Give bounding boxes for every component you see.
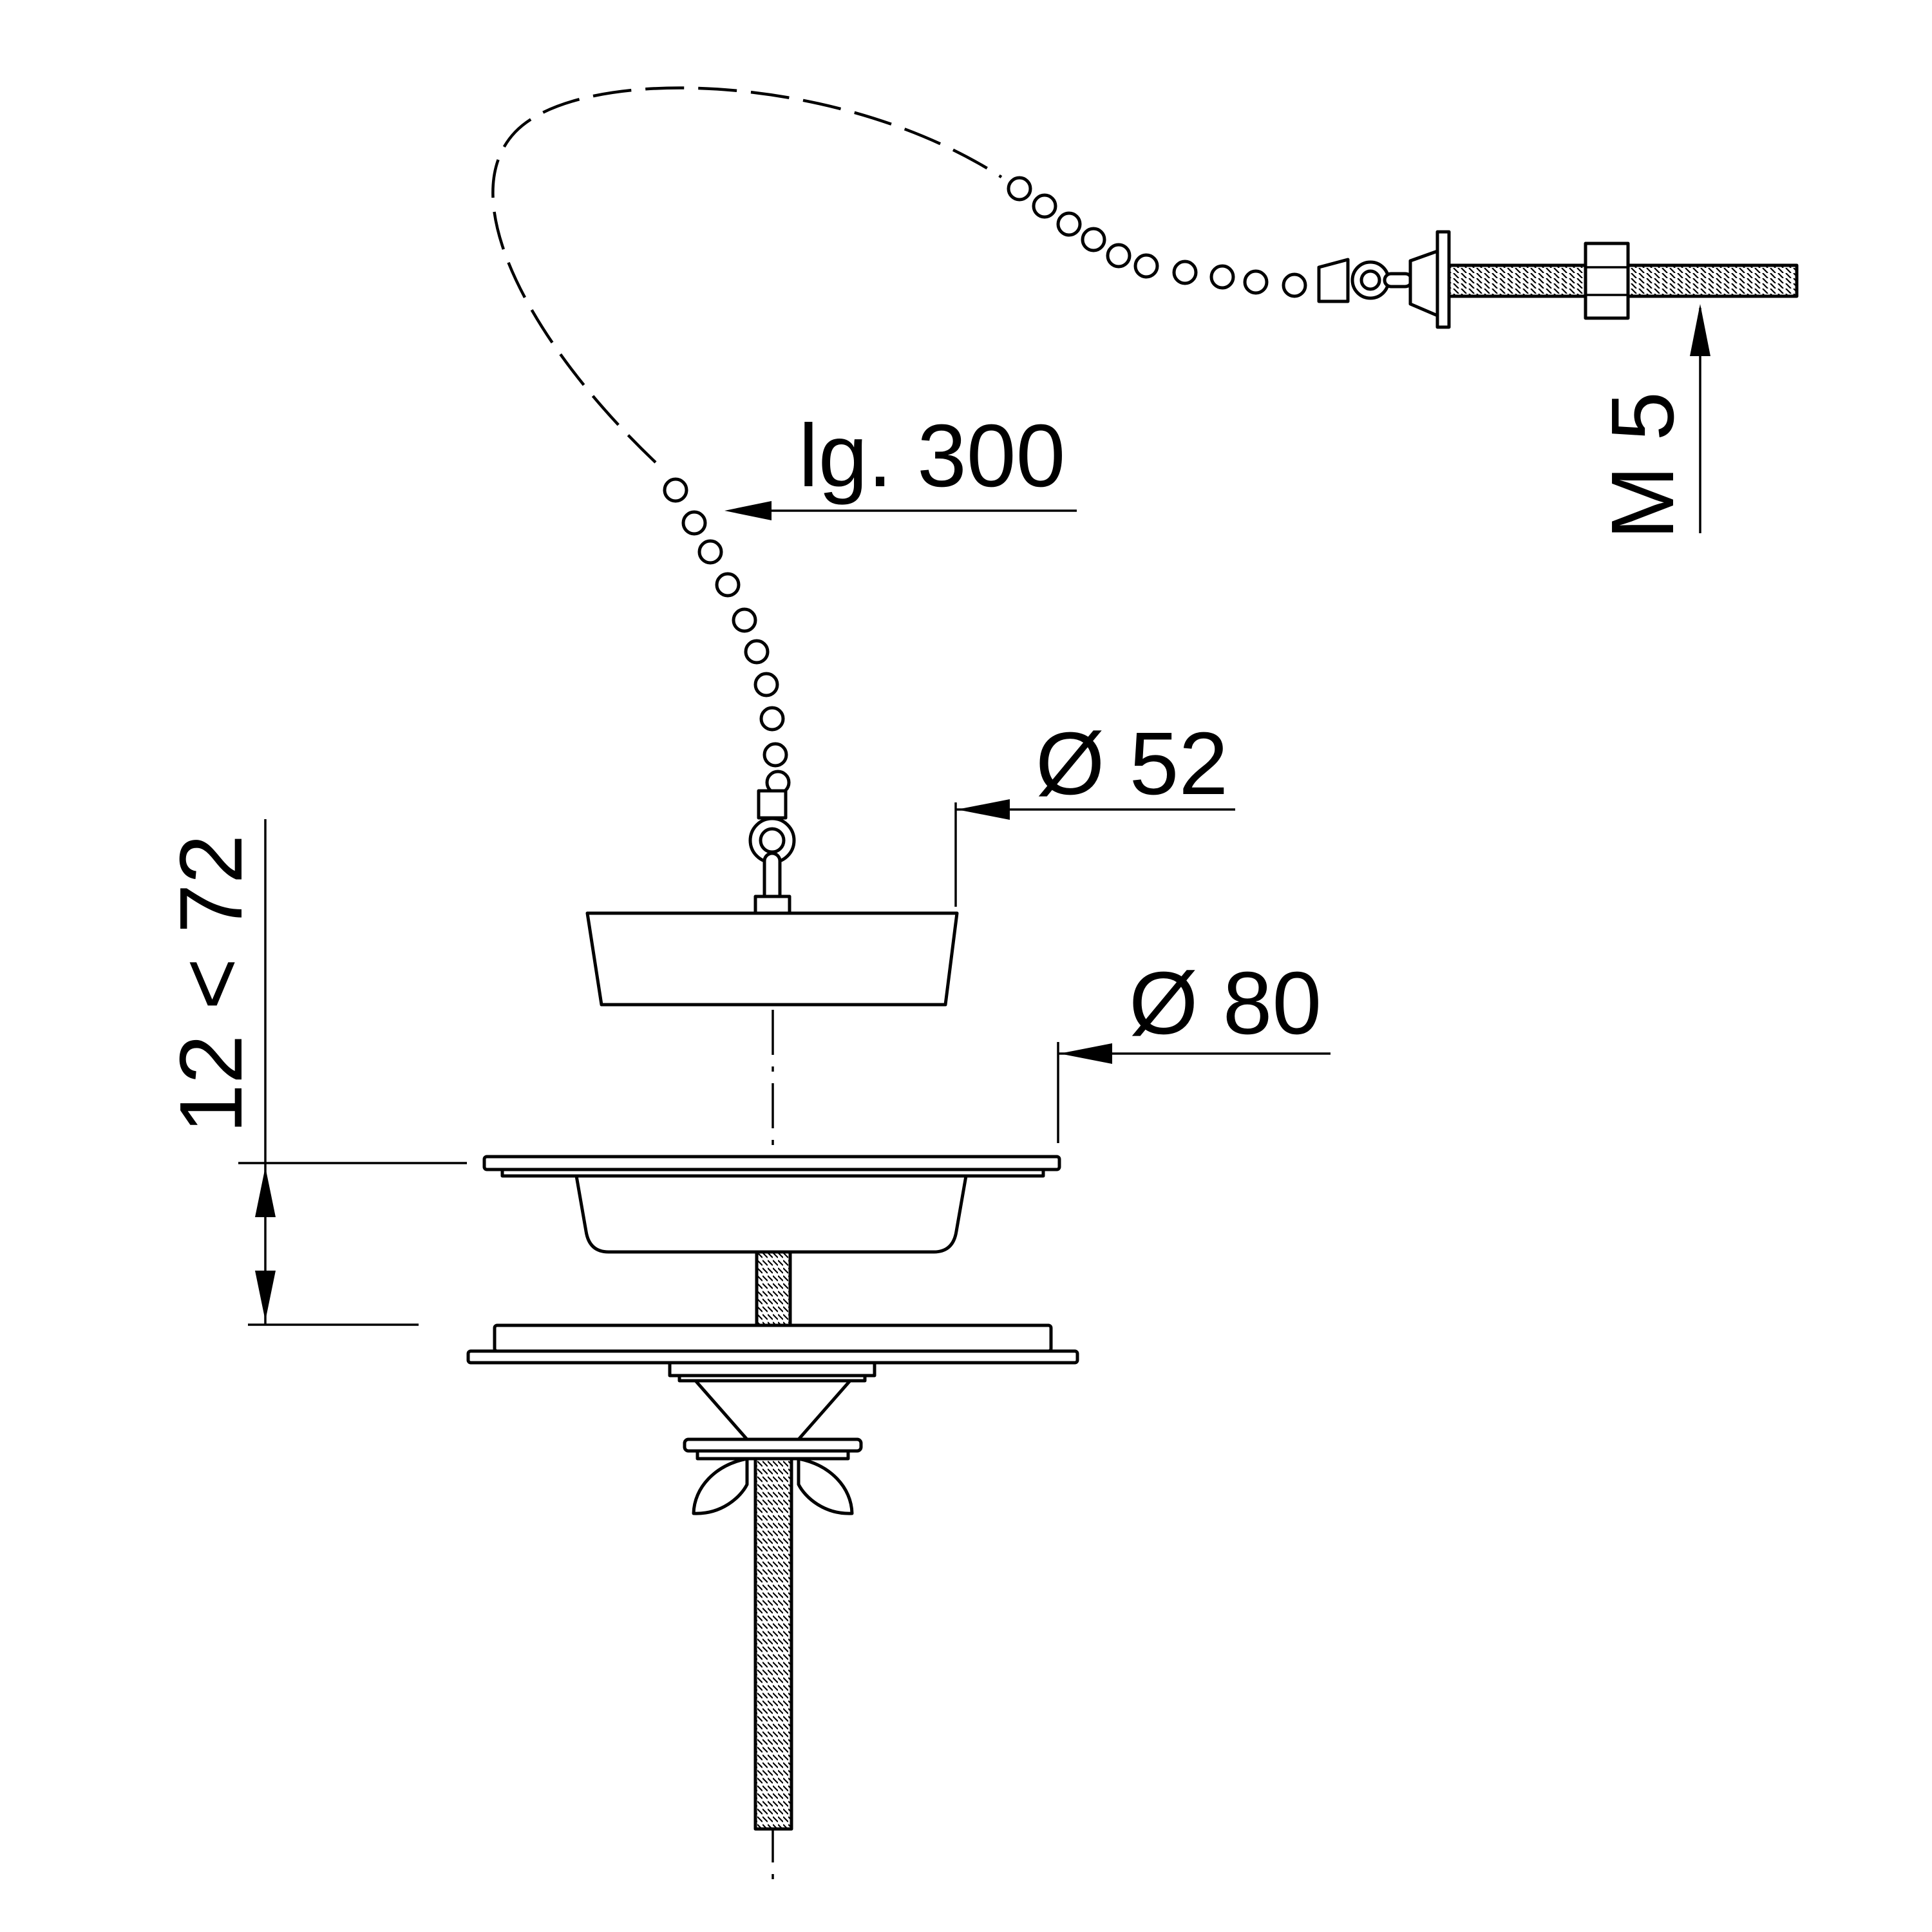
chain-bead (744, 639, 770, 665)
chain-bead (1172, 260, 1198, 285)
dim-thickness-range-label: 12 < 72 (162, 835, 261, 1133)
cone-washer (694, 1379, 852, 1441)
dim-plug-diameter: Ø 52 (954, 714, 1235, 907)
chain-bead (762, 742, 788, 768)
chain-bead (1282, 272, 1307, 298)
chain-end-bolt (1317, 230, 1799, 329)
threaded-rod-upper (755, 1250, 792, 1327)
bottom-flange (466, 1323, 1079, 1383)
chain-bead (1243, 269, 1269, 295)
dim-thickness-range: 12 < 72 (162, 819, 467, 1326)
chain-bead (715, 572, 741, 598)
dim-chain-length: lg. 300 (724, 406, 1077, 520)
dim-plug-diameter-label: Ø 52 (1036, 714, 1228, 813)
chain-dashed-loop (491, 86, 1003, 464)
plug-hanger (748, 789, 796, 915)
chain-bead (663, 477, 688, 503)
chain-bead (753, 672, 779, 697)
dim-thread: M 5 (1593, 304, 1710, 540)
plug (585, 911, 959, 1007)
chain-bead (1133, 253, 1159, 279)
chain-bead (1106, 243, 1132, 269)
chain-bead (1209, 264, 1235, 290)
chain-bead (759, 706, 785, 732)
dim-flange-diameter: Ø 80 (1057, 954, 1331, 1143)
threaded-rod-lower (753, 1457, 793, 1831)
chain-bead (1081, 227, 1106, 252)
chain-upper (1007, 176, 1307, 298)
dim-flange-diameter-label: Ø 80 (1129, 954, 1321, 1053)
strainer-basket (482, 1155, 1061, 1254)
dim-chain-length-label: lg. 300 (799, 406, 1065, 506)
chain-bead (697, 539, 723, 565)
chain-bead (681, 510, 707, 536)
chain-bead (732, 607, 757, 633)
chain-bead (1032, 193, 1057, 219)
chain-bead (1056, 211, 1082, 237)
dim-thread-label: M 5 (1593, 392, 1692, 540)
chain-bead (1007, 176, 1032, 202)
wing-nut (683, 1437, 863, 1515)
chain-lower (663, 477, 791, 795)
